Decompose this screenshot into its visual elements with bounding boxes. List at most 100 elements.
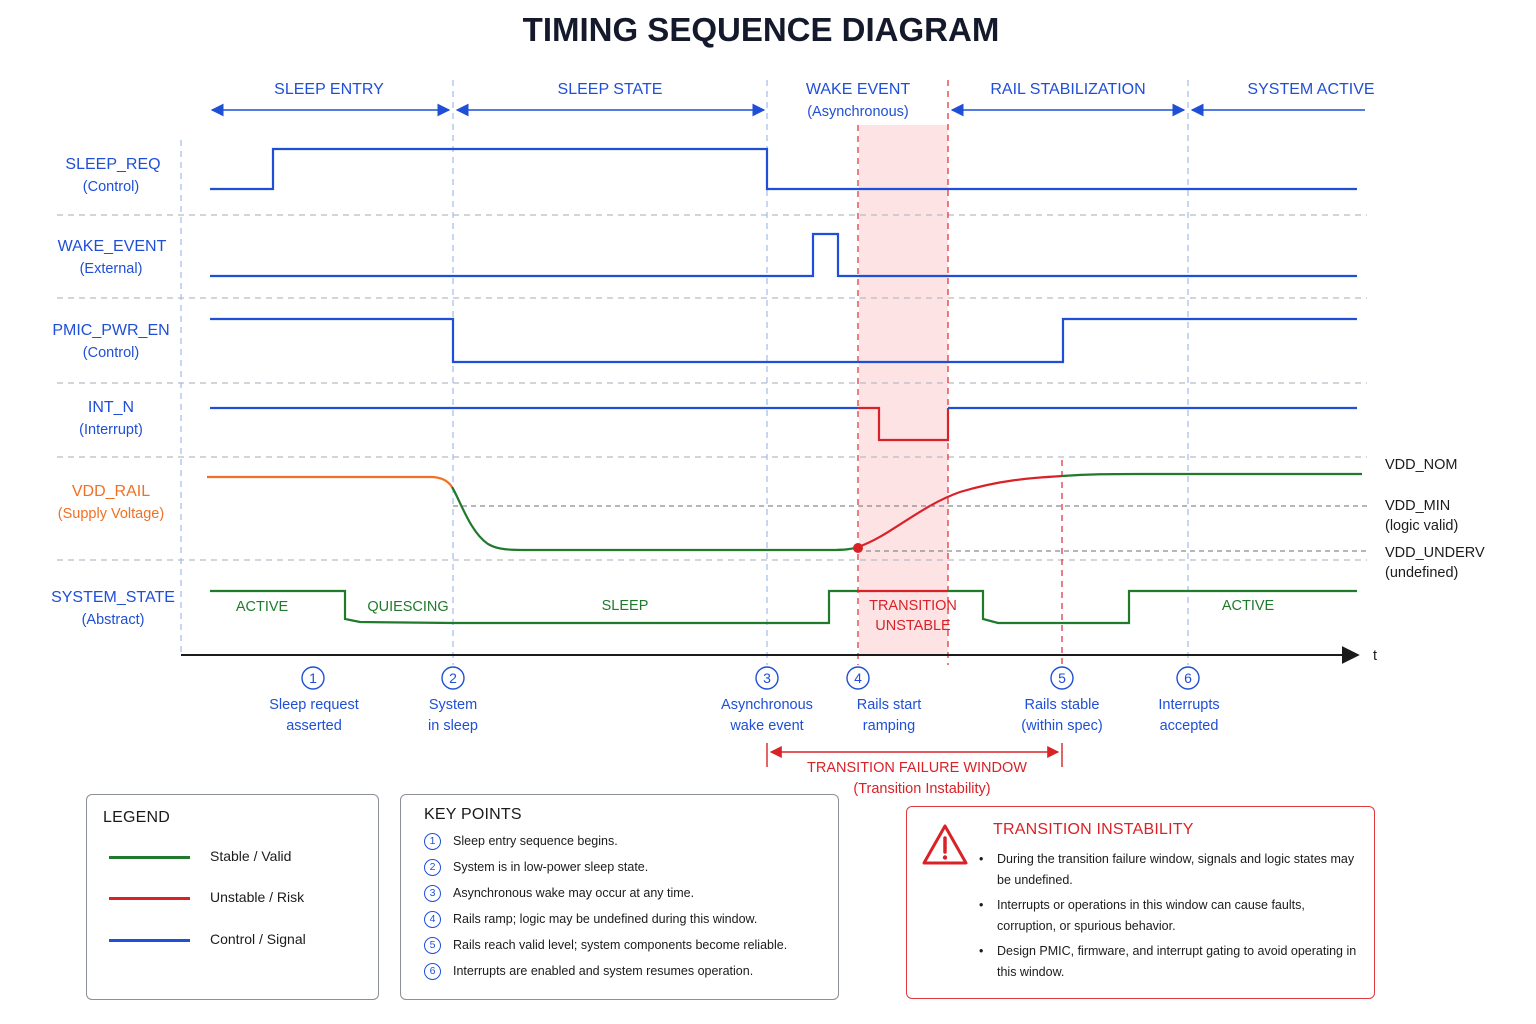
instability-item: Design PMIC, firmware, and interrupt gat… xyxy=(977,941,1357,983)
event-2: 2 System in sleep xyxy=(428,666,478,734)
legend-swatch-unstable xyxy=(109,897,190,900)
key-points-title: KEY POINTS xyxy=(424,806,522,823)
key-points-panel: KEY POINTS 1 Sleep entry sequence begins… xyxy=(400,794,839,1000)
event-number-circle xyxy=(1050,666,1074,690)
key-point-text: Interrupts are enabled and system resume… xyxy=(453,964,754,978)
key-point-text: Sleep entry sequence begins. xyxy=(453,834,618,848)
time-axis-label: t xyxy=(1373,648,1377,664)
instability-highlight xyxy=(859,125,948,655)
waveforms xyxy=(207,147,1362,625)
event-1: 1 Sleep request asserted xyxy=(269,666,359,734)
vdd-nom-label: VDD_NOM xyxy=(1385,457,1458,473)
event-number-circle xyxy=(755,666,779,690)
state-label: SLEEP xyxy=(602,598,649,614)
event-3: 3 Asynchronous wake event xyxy=(721,666,813,734)
state-label: QUIESCING xyxy=(367,599,448,615)
system-state-sleep xyxy=(453,589,858,625)
state-label: ACTIVE xyxy=(236,599,289,615)
vdd-level-labels: VDD_NOM VDD_MIN (logic valid) VDD_UNDERV… xyxy=(1385,457,1485,581)
signal-name: SYSTEM_STATE xyxy=(51,589,175,606)
vdd-rail-active xyxy=(207,475,453,488)
event-caption: wake event xyxy=(729,718,803,734)
key-point-number: 4 xyxy=(424,911,441,928)
pmic-pwr-en-wave xyxy=(210,317,1357,364)
event-5: 5 Rails stable (within spec) xyxy=(1021,666,1103,734)
event-caption: Rails stable xyxy=(1025,697,1100,713)
legend-swatch-control xyxy=(109,939,190,942)
event-caption: Rails start xyxy=(857,697,921,713)
failure-window-sub: (Transition Instability) xyxy=(853,781,990,797)
event-number: 3 xyxy=(763,670,771,686)
event-number-circle xyxy=(1176,666,1200,690)
legend-item-stable: Stable / Valid xyxy=(109,847,369,867)
signal-name: INT_N xyxy=(88,399,134,416)
event-number-circle xyxy=(441,666,465,690)
legend-title: LEGEND xyxy=(103,809,170,826)
signal-sub: (External) xyxy=(80,261,143,277)
event-caption: Interrupts xyxy=(1158,697,1219,713)
signal-name: SLEEP_REQ xyxy=(65,156,160,173)
legend-item-control: Control / Signal xyxy=(109,930,369,950)
event-6: 6 Interrupts accepted xyxy=(1158,666,1220,734)
vdd-min-label: VDD_MIN xyxy=(1385,498,1450,514)
key-point-number: 3 xyxy=(424,885,441,902)
key-point-number: 1 xyxy=(424,833,441,850)
instability-item: During the transition failure window, si… xyxy=(977,849,1357,891)
wake-event-wave xyxy=(210,232,1357,278)
instability-title: TRANSITION INSTABILITY xyxy=(993,821,1194,838)
failure-window-label: TRANSITION FAILURE WINDOW xyxy=(807,760,1027,776)
phase-header: SLEEP ENTRY SLEEP STATE WAKE EVENT (Asyn… xyxy=(274,81,1374,120)
instability-item: Interrupts or operations in this window … xyxy=(977,895,1357,937)
phase-guides xyxy=(180,80,1189,665)
signal-name: VDD_RAIL xyxy=(72,483,150,500)
signal-sub: (Control) xyxy=(83,179,139,195)
event-number-circle xyxy=(846,666,870,690)
event-4: 4 Rails start ramping xyxy=(846,666,921,734)
legend-swatch-stable xyxy=(109,856,190,859)
vdd-rail-ramp xyxy=(857,474,1063,549)
event-number: 6 xyxy=(1184,670,1192,686)
instability-panel: TRANSITION INSTABILITY During the transi… xyxy=(906,806,1375,999)
phase-label: SYSTEM ACTIVE xyxy=(1247,81,1374,98)
key-point-text: Rails reach valid level; system componen… xyxy=(453,938,788,952)
vdd-underv-sub: (undefined) xyxy=(1385,565,1458,581)
warning-triangle-icon xyxy=(922,824,968,865)
key-point-number: 5 xyxy=(424,937,441,954)
state-label: TRANSITION xyxy=(869,598,957,614)
signal-sub: (Control) xyxy=(83,345,139,361)
event-caption: Sleep request xyxy=(269,697,358,713)
legend-label: Unstable / Risk xyxy=(210,889,305,905)
key-point-number: 6 xyxy=(424,963,441,980)
event-caption: (within spec) xyxy=(1021,718,1102,734)
failure-window: TRANSITION FAILURE WINDOW (Transition In… xyxy=(766,743,1063,797)
event-number: 4 xyxy=(854,670,862,686)
key-point-text: Asynchronous wake may occur at any time. xyxy=(453,886,695,900)
event-markers: 1 Sleep request asserted 2 System in sle… xyxy=(269,666,1220,734)
signal-labels: SLEEP_REQ (Control) WAKE_EVENT (External… xyxy=(51,156,175,628)
ramp-start-marker xyxy=(853,543,863,553)
key-point-text: Rails ramp; logic may be undefined durin… xyxy=(453,912,758,926)
state-label: UNSTABLE xyxy=(875,618,951,634)
signal-name: WAKE_EVENT xyxy=(58,238,167,255)
event-caption: System xyxy=(429,697,477,713)
vdd-underv-label: VDD_UNDERV xyxy=(1385,545,1485,561)
state-label: ACTIVE xyxy=(1222,598,1275,614)
event-caption: Asynchronous xyxy=(721,697,813,713)
event-number: 5 xyxy=(1058,670,1066,686)
event-number: 1 xyxy=(309,670,317,686)
signal-name: PMIC_PWR_EN xyxy=(52,322,169,339)
key-point-text: System is in low-power sleep state. xyxy=(453,860,649,874)
key-point-number: 2 xyxy=(424,859,441,876)
phase-sublabel: (Asynchronous) xyxy=(807,104,909,120)
phase-label: RAIL STABILIZATION xyxy=(990,81,1145,98)
event-number-circle xyxy=(301,666,325,690)
system-state-labels: ACTIVE QUIESCING SLEEP TRANSITION UNSTAB… xyxy=(236,598,1275,634)
int-n-unstable-wave xyxy=(858,406,950,442)
system-state-settle xyxy=(948,589,1357,625)
event-number: 2 xyxy=(449,670,457,686)
system-state-active xyxy=(210,589,454,625)
row-separators xyxy=(57,214,1367,561)
vdd-rail-decay xyxy=(451,486,859,552)
event-caption: accepted xyxy=(1160,718,1219,734)
